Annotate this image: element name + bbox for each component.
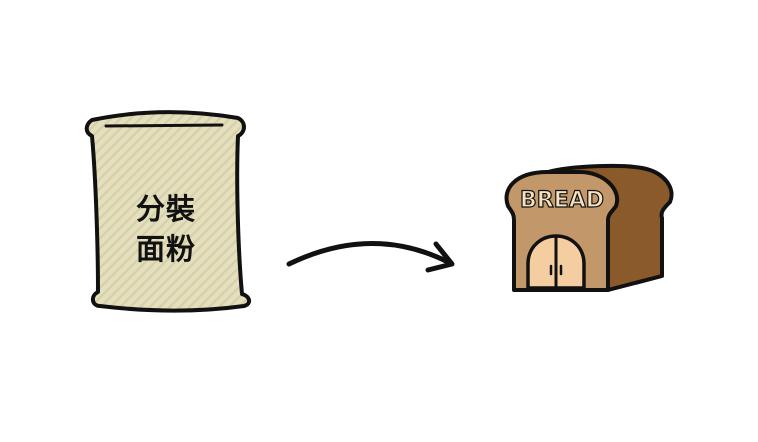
bag-label-line-1: 分裝 — [135, 192, 196, 226]
curved-arrow-icon — [286, 241, 455, 273]
bread-sign-text: BREAD — [520, 188, 604, 213]
bread-house-icon: BREAD — [504, 163, 674, 292]
bag-label-line-2: 面粉 — [135, 232, 196, 266]
bag-seam-line — [104, 123, 224, 128]
flour-bag-icon — [84, 110, 251, 313]
